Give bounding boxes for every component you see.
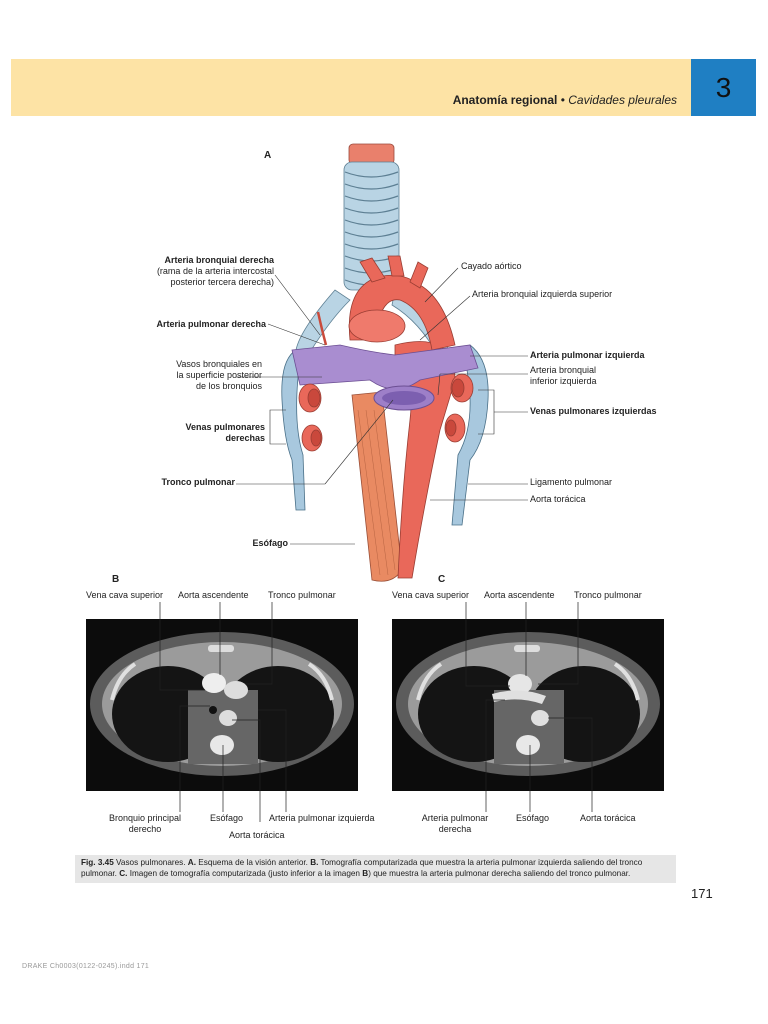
caption-text-4: Imagen de tomografía computarizada (just… — [127, 869, 363, 878]
label-bronchial-right-1: Arteria bronquial derecha — [164, 255, 274, 265]
caption-a: A. — [187, 858, 196, 867]
chapter-number: 3 — [691, 59, 756, 116]
label-thoracic-aorta: Aorta torácica — [530, 494, 586, 504]
figure-caption: Fig. 3.45 Vasos pulmonares. A. Esquema d… — [75, 855, 676, 883]
label-pulm-veins-right-1: Venas pulmonares — [185, 422, 265, 432]
ct-c-label-pulm-artery-right-1: Arteria pulmonar — [421, 813, 489, 823]
caption-fig-number: Fig. 3.45 — [81, 858, 114, 867]
caption-text-5: ) que muestra la arteria pulmonar derech… — [368, 869, 631, 878]
ct-c-label-esophagus: Esófago — [516, 813, 550, 823]
label-aortic-arch: Cayado aórtico — [461, 261, 522, 271]
label-esophagus: Esófago — [252, 538, 288, 548]
panel-letter-a: A — [264, 150, 272, 161]
panel-letter-b: B — [112, 574, 120, 585]
ct-image-c — [396, 632, 660, 776]
ct-b-label-bronchus-1: Bronquio principal — [108, 813, 182, 823]
page-number: 171 — [691, 886, 713, 901]
ct-c-label-pulm-artery-right-2: derecha — [438, 824, 472, 834]
label-pulm-artery-right: Arteria pulmonar derecha — [156, 319, 266, 329]
label-bronchial-left-sup: Arteria bronquial izquierda superior — [472, 289, 613, 299]
label-bronchial-left-inf-2: inferior izquierda — [530, 376, 597, 386]
ct-b-label-bronchus-2: derecho — [128, 824, 162, 834]
label-bronchial-right-2: (rama de la arteria intercostal — [156, 266, 274, 276]
label-pulm-ligament: Ligamento pulmonar — [530, 477, 613, 487]
pulmonary-artery-shape — [291, 344, 479, 390]
ct-b-label-thoracic-aorta: Aorta torácica — [229, 830, 285, 840]
figure-b-leaders — [159, 602, 287, 822]
ct-b-label-pulm-trunk: Tronco pulmonar — [268, 590, 336, 600]
subsection-title: Cavidades pleurales — [568, 93, 677, 107]
label-bronchial-right-3: posterior tercera derecha) — [170, 277, 274, 287]
caption-c: C. — [119, 869, 128, 878]
label-pulm-artery-left: Arteria pulmonar izquierda — [530, 350, 645, 360]
header-band: Anatomía regional • Cavidades pleurales — [11, 59, 691, 116]
section-title: Anatomía regional — [452, 93, 558, 107]
ct-c-label-svc: Vena cava superior — [392, 590, 470, 600]
ct-image-b — [90, 632, 354, 776]
caption-text-1: Vasos pulmonares. — [113, 858, 188, 867]
caption-b: B. — [310, 858, 319, 867]
label-bronchial-vessels-2: la superficie posterior — [176, 370, 262, 380]
caption-b2: B — [362, 869, 369, 878]
caption-text-2: Esquema de la visión anterior. — [195, 858, 311, 867]
figure-c-leaders — [465, 602, 593, 812]
ct-b-label-esophagus: Esófago — [210, 813, 244, 823]
ct-c-label-asc-aorta: Aorta ascendente — [484, 590, 555, 600]
ct-c-label-thoracic-aorta: Aorta torácica — [580, 813, 636, 823]
label-pulm-veins-left: Venas pulmonares izquierdas — [530, 406, 657, 416]
label-bronchial-vessels-1: Vasos bronquiales en — [176, 359, 262, 369]
ct-b-label-asc-aorta: Aorta ascendente — [178, 590, 249, 600]
pulmonary-veins-left — [444, 373, 474, 443]
ct-b-label-svc: Vena cava superior — [86, 590, 164, 600]
print-footer: DRAKE Ch0003(0122-0245).indd 171 — [22, 963, 150, 970]
running-head: Anatomía regional • Cavidades pleurales — [453, 93, 677, 107]
caption-text-3: Tomografía computarizada que muestra la … — [81, 858, 643, 878]
separator: • — [560, 93, 565, 107]
pulmonary-veins-right — [298, 383, 323, 452]
figure-a-leaders — [236, 267, 528, 545]
label-bronchial-vessels-3: de los bronquios — [195, 381, 262, 391]
ct-b-label-pulm-artery-left: Arteria pulmonar izquierda — [269, 813, 375, 823]
label-pulm-trunk: Tronco pulmonar — [161, 477, 235, 487]
pulmonary-ligament-right — [281, 349, 306, 511]
panel-letter-c: C — [438, 574, 446, 585]
ct-c-label-pulm-trunk: Tronco pulmonar — [574, 590, 642, 600]
label-bronchial-left-inf-1: Arteria bronquial — [530, 365, 597, 375]
label-pulm-veins-right-2: derechas — [225, 433, 265, 443]
